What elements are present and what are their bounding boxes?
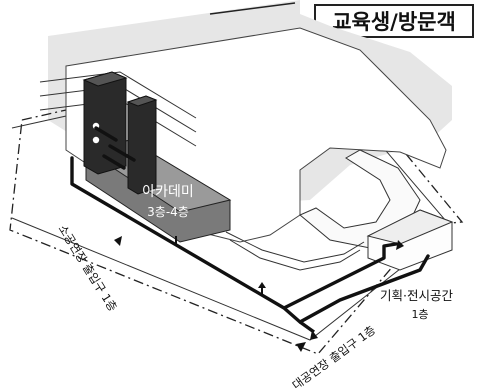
- academy-tower-right: [127, 95, 157, 195]
- academy-name-label: 아카데미: [142, 184, 194, 200]
- large-hall-entrance-label: 대공연장 출입구 1층: [290, 323, 379, 392]
- academy-tower-left: [83, 71, 127, 175]
- exhibition-floor-label: 1층: [411, 308, 428, 321]
- exhibition-name-label: 기획·전시공간: [380, 288, 453, 303]
- small-hall-entrance-arrow: [114, 236, 122, 246]
- large-hall-entrance-arrow: [296, 342, 306, 352]
- small-hall-entrance-label: 소공연장 출입구 1층: [55, 222, 119, 314]
- academy-floors-label: 3층-4층: [147, 205, 189, 219]
